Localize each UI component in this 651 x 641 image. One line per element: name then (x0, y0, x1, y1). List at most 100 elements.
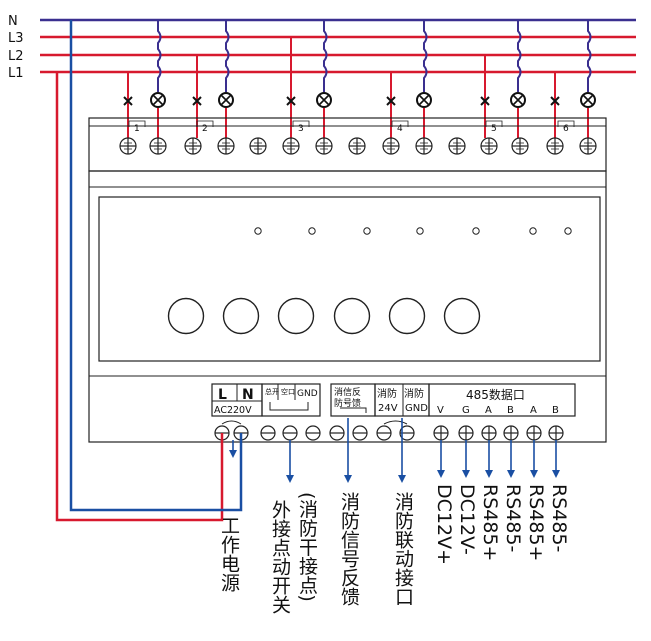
label-power: 工作电源 (218, 516, 240, 592)
label-dc12-minus: DC12V- (456, 484, 478, 555)
switch-label-a: 总开 (265, 387, 279, 396)
upper-terminal (217, 137, 235, 155)
output-arrow (344, 418, 352, 483)
switch-x-icon (286, 96, 296, 106)
label-dc12-plus: DC12V+ (433, 484, 455, 565)
rs485-pin-label: G (462, 405, 470, 416)
ac220v-label: AC220V (214, 405, 252, 416)
channel-button[interactable] (222, 297, 260, 335)
term-l-label: L (218, 387, 227, 403)
switch-x-icon (550, 96, 560, 106)
lower-terminal (376, 425, 392, 441)
link-label-top: 消防 (377, 387, 397, 400)
front-panel (98, 196, 601, 362)
lower-terminal (399, 425, 415, 441)
lower-terminal (458, 425, 474, 441)
led-indicator (363, 227, 371, 235)
bus-label-l3: L3 (8, 31, 24, 46)
label-dry-contact-a: (消防干接点) (296, 492, 318, 602)
output-arrow (286, 440, 294, 483)
rs485-pin-label: A (530, 405, 537, 416)
bus-label-l1: L1 (8, 66, 24, 81)
rs485-pin-label: A (485, 405, 492, 416)
rs485-pin-label: V (437, 405, 444, 416)
channel-3: 3 (286, 20, 332, 138)
led-indicator (254, 227, 262, 235)
upper-terminal (415, 137, 433, 155)
panel-buttons (167, 297, 481, 335)
feedback-label-b: 防号馈 (334, 397, 361, 409)
link-gnd-label-a: 消防 (404, 387, 424, 400)
rs485-term-box (428, 383, 576, 417)
link-gnd-label-b: GND (405, 403, 428, 414)
channel-drops: 1 2 3 4 5 6 (123, 20, 596, 138)
channel-number: 5 (491, 124, 497, 134)
upper-terminal (348, 137, 366, 155)
channel-2: 2 (192, 20, 234, 138)
channel-5: 5 (480, 20, 526, 138)
label-rs485-minus-1: RS485- (502, 484, 524, 553)
channel-button[interactable] (333, 297, 371, 335)
link-label-v: 24V (378, 403, 398, 414)
lamp-icon (316, 92, 332, 108)
lower-terminal (260, 425, 276, 441)
channel-6: 6 (550, 20, 596, 138)
upper-terminal (579, 137, 597, 155)
channel-number: 4 (397, 124, 403, 134)
switch-label-b: 空口 (281, 387, 295, 396)
output-arrow (229, 440, 237, 458)
upper-terminal (184, 137, 202, 155)
output-arrow (485, 440, 493, 478)
upper-terminal (282, 137, 300, 155)
led-indicator (416, 227, 424, 235)
lower-terminal (481, 425, 497, 441)
switch-term-box (261, 383, 321, 417)
lower-terminal (305, 425, 321, 441)
lamp-icon (150, 92, 166, 108)
led-indicator (472, 227, 480, 235)
switch-x-icon (192, 96, 202, 106)
channel-1: 1 (123, 20, 166, 138)
rs485-pin-label: B (552, 405, 559, 416)
gnd-label-1: GND (297, 389, 318, 399)
label-fire-link: 消防联动接口 (392, 492, 414, 606)
lower-terminal (282, 425, 298, 441)
label-rs485-plus-2: RS485+ (525, 484, 547, 562)
power-wire-red (55, 72, 224, 522)
rs485-pin-label: B (507, 405, 514, 416)
led-indicator (564, 227, 572, 235)
lower-terminal-row (214, 420, 564, 441)
lower-terminal-labels: L N AC220V 总开 空口 GND 消信反 防号馈 消防 24V 消防 G… (211, 383, 576, 417)
label-fire-feedback: 消防信号反馈 (338, 492, 360, 606)
channel-button[interactable] (388, 297, 426, 335)
bus-label-l2: L2 (8, 49, 24, 64)
term-n-label: N (242, 387, 254, 403)
rs485-title: 485数据口 (466, 387, 525, 402)
switch-x-icon (386, 96, 396, 106)
lamp-icon (416, 92, 432, 108)
channel-4: 4 (386, 20, 432, 138)
label-rs485-plus-1: RS485+ (479, 484, 501, 562)
lower-terminal (352, 425, 368, 441)
upper-terminal (480, 137, 498, 155)
switch-x-icon (480, 96, 490, 106)
power-wire-blue (69, 20, 243, 512)
upper-terminal (511, 137, 529, 155)
feedback-label-a: 消信反 (334, 386, 361, 398)
output-arrow (437, 440, 445, 478)
channel-button[interactable] (277, 297, 315, 335)
channel-number: 3 (298, 124, 304, 134)
bus-label-n: N (8, 14, 18, 29)
upper-terminal (149, 137, 167, 155)
lower-terminal (548, 425, 564, 441)
upper-terminal (119, 137, 137, 155)
output-arrow (398, 418, 406, 483)
upper-terminal (249, 137, 267, 155)
upper-terminal (315, 137, 333, 155)
indicator-leds (254, 227, 572, 235)
channel-button[interactable] (167, 297, 205, 335)
channel-button[interactable] (443, 297, 481, 335)
channel-number: 1 (134, 124, 140, 134)
